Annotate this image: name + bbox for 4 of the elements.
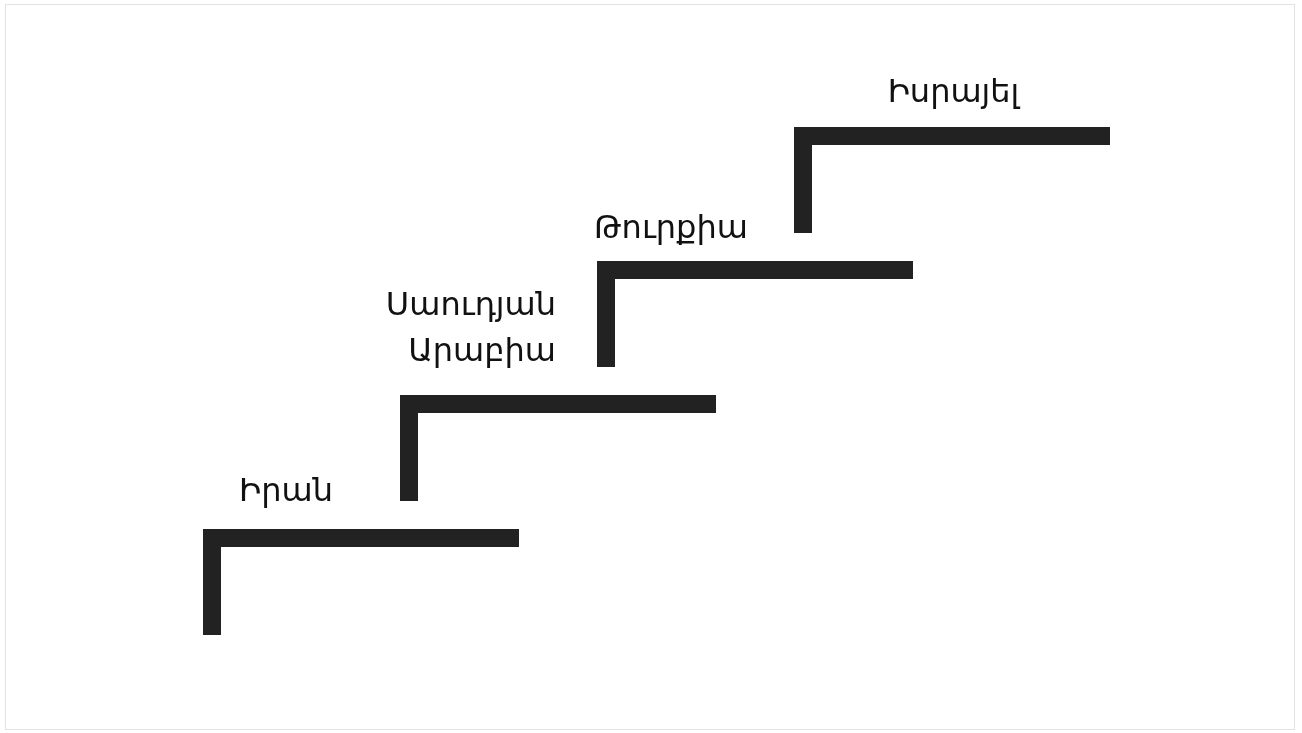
step-label: Իրան: [238, 470, 334, 511]
step-label: Սաուդյան Արաբիա: [384, 284, 556, 371]
step-label: Թուրքիա: [593, 207, 749, 248]
step-label: Իսրայել: [886, 71, 1022, 112]
